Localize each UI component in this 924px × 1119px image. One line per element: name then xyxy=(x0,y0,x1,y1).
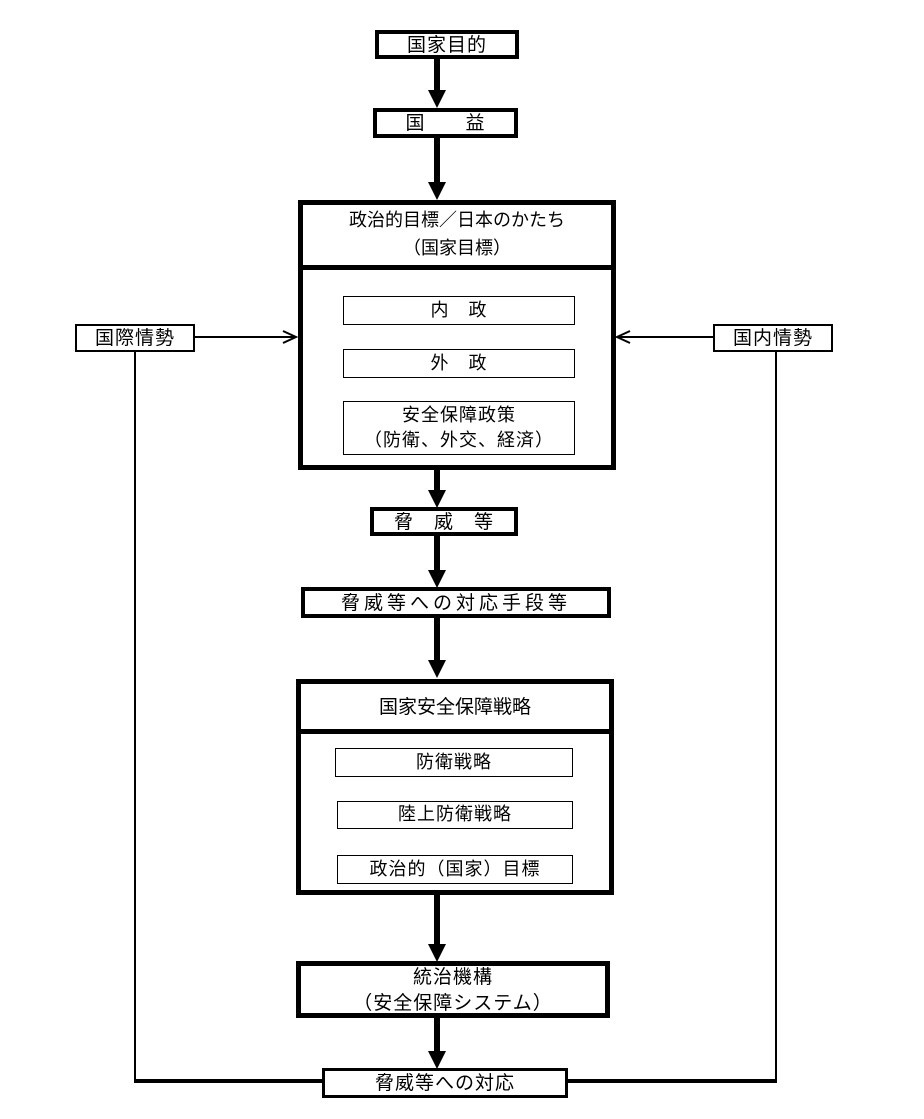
node-threat-response: 脅威等への対応 xyxy=(322,1068,568,1098)
node-national-interest-label: 国 益 xyxy=(405,112,486,134)
line-domestic-drop xyxy=(775,352,777,1083)
node-national-purpose-label: 国家目的 xyxy=(406,33,487,56)
node-security-policy: 安全保障政策 （防衛、外交、経済） xyxy=(343,401,575,455)
arrow-means-to-strategy-head xyxy=(428,660,446,678)
node-governance-line1: 統治機構 xyxy=(412,965,493,988)
arrow-interest-to-goal-shaft xyxy=(434,137,440,184)
arrow-purpose-to-interest-shaft xyxy=(434,58,440,92)
line-bottom-left xyxy=(134,1079,324,1083)
node-defense-strategy: 防衛戦略 xyxy=(335,748,573,777)
arrow-international-to-goal xyxy=(195,330,299,344)
arrow-governance-to-response-head xyxy=(428,1051,446,1069)
node-threats: 脅 威 等 xyxy=(370,507,518,536)
arrow-means-to-strategy-shaft xyxy=(434,618,440,662)
node-security-strategy-label: 国家安全保障戦略 xyxy=(378,695,531,718)
node-international-situation-label: 国際情勢 xyxy=(94,327,175,349)
node-governance: 統治機構 （安全保障システム） xyxy=(296,961,610,1018)
arrow-threats-to-means-shaft xyxy=(434,536,440,572)
arrow-interest-to-goal-head xyxy=(428,182,446,200)
node-political-goal-header: 政治的目標／日本のかたち （国家目標） xyxy=(303,205,611,270)
node-security-policy-line2: （防衛、外交、経済） xyxy=(364,430,554,451)
arrow-strategy-to-governance-shaft xyxy=(434,895,440,946)
node-governance-line2: （安全保障システム） xyxy=(353,991,553,1014)
node-political-national-goal-label: 政治的（国家）目標 xyxy=(369,858,541,880)
node-international-situation: 国際情勢 xyxy=(75,324,195,352)
line-international-drop xyxy=(134,352,136,1083)
node-response-means-label: 脅威等への対応手段等 xyxy=(340,591,571,614)
node-political-goal-line1: 政治的目標／日本のかたち xyxy=(349,210,565,231)
node-defense-strategy-label: 防衛戦略 xyxy=(416,751,492,773)
node-political-national-goal: 政治的（国家）目標 xyxy=(337,855,573,884)
node-domestic-situation: 国内情勢 xyxy=(713,324,833,352)
node-domestic-policy-label: 内 政 xyxy=(430,299,488,321)
node-ground-defense-strategy-label: 陸上防衛戦略 xyxy=(398,804,512,825)
node-national-purpose: 国家目的 xyxy=(375,30,519,59)
node-response-means: 脅威等への対応手段等 xyxy=(301,587,611,618)
node-threats-label: 脅 威 等 xyxy=(393,510,494,533)
node-foreign-policy: 外 政 xyxy=(343,349,575,378)
arrow-domestic-to-goal xyxy=(614,330,715,344)
arrow-governance-to-response-shaft xyxy=(434,1018,440,1053)
node-ground-defense-strategy: 陸上防衛戦略 xyxy=(337,801,573,829)
line-bottom-right xyxy=(566,1079,777,1083)
node-security-strategy-header: 国家安全保障戦略 xyxy=(301,684,609,734)
arrow-purpose-to-interest-head xyxy=(428,90,446,108)
arrow-strategy-to-governance-head xyxy=(428,944,446,962)
node-domestic-situation-label: 国内情勢 xyxy=(732,327,813,349)
arrow-goal-to-threats-head xyxy=(428,490,446,508)
arrow-threats-to-means-head xyxy=(428,570,446,588)
node-foreign-policy-label: 外 政 xyxy=(430,352,488,374)
arrow-goal-to-threats-shaft xyxy=(434,468,440,492)
node-security-policy-line1: 安全保障政策 xyxy=(402,405,516,426)
node-political-goal-line2: （国家目標） xyxy=(403,238,511,259)
node-national-interest: 国 益 xyxy=(373,108,518,138)
node-domestic-policy: 内 政 xyxy=(343,296,575,325)
node-threat-response-label: 脅威等への対応 xyxy=(374,1072,515,1094)
